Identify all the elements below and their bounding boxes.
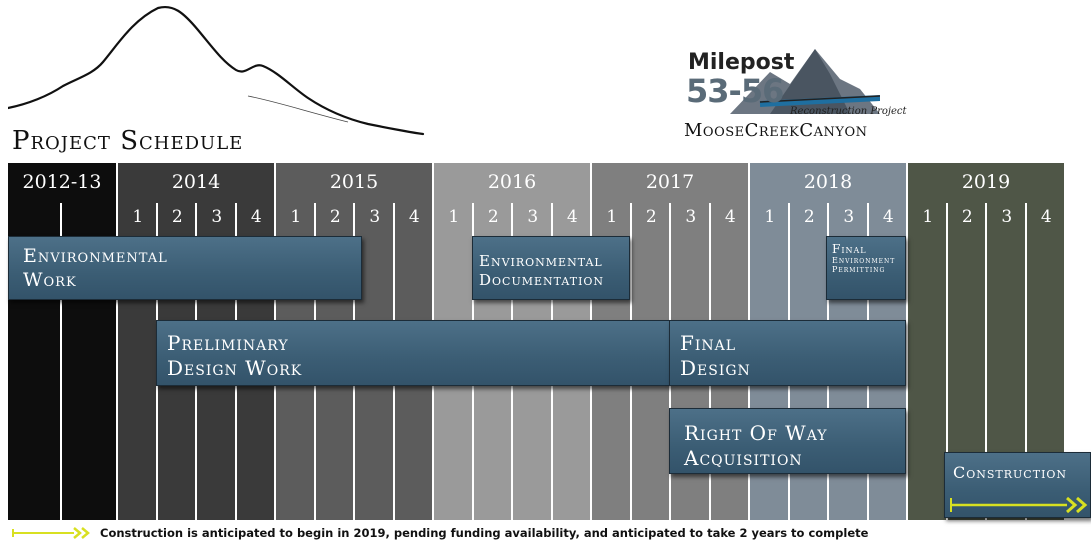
task-label-line: Work [23, 269, 77, 291]
task-label-line: Construction [953, 463, 1068, 482]
task-label-line: Preliminary [167, 331, 289, 355]
logo-milepost-text: Milepost [688, 50, 795, 75]
quarter-label: 2 [487, 207, 499, 227]
arrow-legend-icon [12, 527, 90, 539]
task-label-line: Acquisition [684, 446, 803, 470]
year-header-2014: 2014 [118, 163, 276, 203]
construction-arrow-icon [950, 496, 1088, 514]
task-label-line: Environmental [23, 245, 168, 267]
task-label-line: Design Work [167, 356, 303, 380]
mountain-logo-illustration [8, 5, 425, 136]
quarter-label: 1 [132, 207, 144, 227]
task-label-line: Design [680, 356, 751, 380]
logo-canyon-name: MooseCreekCanyon [684, 120, 868, 141]
year-header-2016: 2016 [434, 163, 592, 203]
quarter-label: 4 [1040, 207, 1052, 227]
quarter-label: 1 [290, 207, 302, 227]
quarter-label: 4 [408, 207, 420, 227]
quarter-column [908, 203, 948, 520]
quarter-label: 1 [922, 207, 934, 227]
logo-tagline: Reconstruction Project [790, 106, 907, 117]
year-header-2015: 2015 [276, 163, 434, 203]
quarter-label: 3 [527, 207, 539, 227]
quarter-label: 4 [724, 207, 736, 227]
quarter-label: 3 [843, 207, 855, 227]
year-header-2019: 2019 [908, 163, 1066, 203]
year-header-2017: 2017 [592, 163, 750, 203]
logo-milepost-number: 53-56 [686, 72, 784, 110]
year-header-2012-13: 2012-13 [8, 163, 118, 203]
quarter-label: 4 [566, 207, 578, 227]
quarter-label: 2 [171, 207, 183, 227]
quarter-label: 3 [685, 207, 697, 227]
quarter-label: 1 [764, 207, 776, 227]
quarter-label: 2 [803, 207, 815, 227]
task-label-line: Final [680, 331, 737, 355]
task-label-line: Environment [832, 256, 896, 265]
year-header-2018: 2018 [750, 163, 908, 203]
quarter-label: 4 [882, 207, 894, 227]
task-label-line: Environmental [479, 252, 603, 270]
quarter-label: 3 [211, 207, 223, 227]
task-label-line: Documentation [479, 271, 605, 289]
quarter-label: 3 [1001, 207, 1013, 227]
task-bar-construction: Construction [944, 452, 1091, 518]
task-label-line: Final [832, 242, 867, 256]
quarter-label: 2 [329, 207, 341, 227]
quarter-label: 2 [645, 207, 657, 227]
canyon-logo-graphic [730, 49, 880, 114]
task-label-line: Permitting [832, 265, 886, 274]
quarter-label: 1 [448, 207, 460, 227]
quarter-label: 4 [250, 207, 262, 227]
footer-note: Construction is anticipated to begin in … [100, 526, 869, 540]
quarter-label: 2 [961, 207, 973, 227]
quarter-label: 3 [369, 207, 381, 227]
quarter-label: 1 [606, 207, 618, 227]
page-title: Project Schedule [12, 126, 244, 156]
task-label-line: Right Of Way [684, 421, 828, 445]
